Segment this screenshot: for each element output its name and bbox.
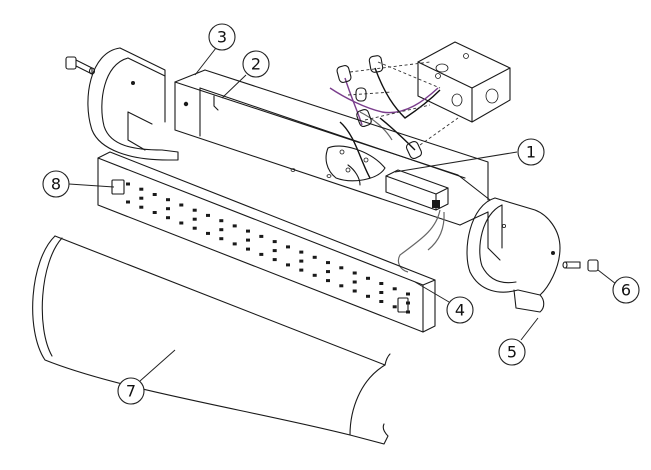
callout-7-label: 7: [126, 382, 136, 401]
led-chip: [152, 193, 157, 196]
led-chip: [206, 231, 210, 235]
led-chip: [139, 187, 144, 191]
led-chip: [339, 284, 344, 288]
led-chip: [379, 300, 384, 303]
led-chip: [299, 268, 304, 272]
housing-channel: [174, 69, 491, 226]
led-chip: [406, 310, 410, 314]
led-chip: [406, 301, 410, 305]
led-chip: [379, 291, 384, 294]
led-chip: [366, 294, 370, 298]
callout-8: 8: [42, 170, 115, 198]
left-nut-and-screw: [65, 56, 96, 75]
mounting-plate: [325, 145, 386, 186]
led-chip: [219, 237, 224, 241]
led-chip: [339, 266, 344, 270]
led-driver: [385, 169, 449, 273]
led-chip: [259, 252, 264, 256]
led-chip: [219, 228, 224, 232]
led-chip: [179, 203, 184, 207]
callout-1-label: 1: [526, 143, 536, 162]
right-end-cap: [466, 197, 561, 313]
led-chip: [326, 270, 330, 274]
callout-8-label: 8: [51, 175, 61, 194]
led-chip: [246, 247, 250, 251]
led-chip: [286, 263, 290, 267]
led-chip: [326, 261, 330, 265]
led-chip: [246, 238, 250, 242]
callout-1: 1: [394, 138, 545, 173]
led-chip: [392, 305, 397, 309]
supply-wires: [329, 61, 459, 179]
led-chip: [219, 219, 224, 223]
led-chip: [232, 224, 237, 228]
led-chip: [272, 240, 277, 244]
led-chip: [152, 211, 157, 214]
callout-6-label: 6: [621, 281, 631, 300]
led-chip: [366, 276, 370, 280]
led-chip: [139, 196, 144, 200]
led-chip: [166, 216, 170, 220]
wire-nuts: [336, 55, 423, 160]
led-chip: [272, 258, 277, 262]
callout-5: 5: [498, 317, 539, 366]
led-chip: [406, 292, 410, 296]
left-end-cap: [87, 47, 179, 161]
led-chip: [272, 249, 277, 253]
led-chip: [312, 273, 317, 277]
led-chip: [179, 221, 184, 225]
led-chip: [392, 287, 397, 291]
junction-box: [417, 41, 511, 123]
callout-5-label: 5: [507, 343, 517, 362]
led-chip: [379, 282, 384, 285]
led-chip: [352, 280, 357, 284]
diffuser-lens: [32, 235, 391, 445]
led-chip: [192, 208, 197, 212]
callout-4: 4: [414, 281, 474, 324]
led-chip: [192, 217, 197, 221]
led-chip: [352, 289, 357, 293]
led-chip: [352, 271, 357, 275]
callout-2: 2: [221, 50, 270, 99]
led-board: [97, 151, 436, 333]
led-chip: [126, 200, 130, 204]
led-chip: [232, 242, 237, 246]
led-chip: [166, 198, 170, 202]
led-chip: [299, 259, 304, 263]
callout-6: 6: [597, 269, 640, 304]
led-chip: [166, 207, 170, 211]
led-chip: [192, 226, 197, 230]
led-chip: [139, 205, 144, 209]
callout-3: 3: [194, 23, 236, 76]
led-chip: [312, 255, 317, 259]
callout-2-label: 2: [251, 55, 261, 74]
led-chip: [259, 234, 264, 238]
led-chip: [286, 245, 290, 249]
callout-7: 7: [117, 349, 176, 405]
led-chip: [206, 213, 210, 217]
led-chip: [126, 182, 130, 186]
led-chips: [126, 182, 410, 314]
led-chip: [299, 250, 304, 254]
led-chip: [246, 229, 250, 233]
led-chip: [326, 279, 330, 283]
callout-4-label: 4: [455, 301, 465, 320]
right-nut-and-screw: [562, 259, 599, 272]
callout-3-label: 3: [217, 28, 227, 47]
